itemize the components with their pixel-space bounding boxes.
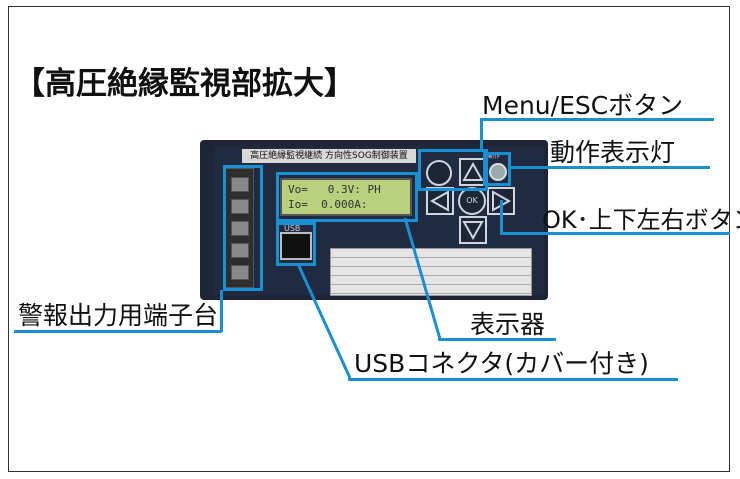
alarm-terminal-underline [14,330,222,333]
action-led-callout: 動作表示灯 [550,138,676,167]
ok-arrows-leader [500,200,503,234]
device-label-plate: 高圧絶縁監視継続 方向性SOG制御装置 [242,149,416,163]
menu-button-highlight [418,149,488,191]
led-description-plate [330,248,532,296]
menu-esc-leader [480,118,483,150]
up-arrow-icon [462,161,484,181]
usb-leader [296,263,352,379]
usb-callout: USBコネクタ(カバー付き) [354,349,649,378]
display-leader [403,217,442,340]
image-frame [8,6,730,472]
up-button[interactable] [459,158,487,186]
terminal-highlight [223,165,263,291]
ok-arrows-underline [500,232,730,235]
menu-esc-callout: Menu/ESCボタン [482,91,684,120]
lcd-line-1: Vo= 0.3V: PH [288,183,381,196]
terminal-screw [231,177,249,192]
usb-underline [348,378,678,381]
alarm-terminal-leader [220,290,223,332]
usb-port[interactable] [280,232,312,260]
down-arrow-icon [462,221,484,241]
terminal-screw [231,243,249,258]
page-title: 【高圧絶縁監視部拡大】 [14,66,355,102]
ok-arrows-callout: OK･上下左右ボタン [542,206,740,234]
terminal-screw [231,265,249,280]
menu-esc-button[interactable] [426,160,452,186]
usb-port-label: USB [284,224,301,233]
action-led [489,163,507,181]
down-button[interactable] [459,216,487,244]
led-highlight [483,152,511,186]
alarm-terminal-callout: 警報出力用端子台 [18,301,219,330]
display-callout: 表示器 [470,310,546,339]
ok-label: OK [466,196,478,205]
menu-esc-underline [480,118,714,121]
display-underline [438,338,556,341]
left-arrow-icon [429,190,449,212]
display-highlight [276,172,418,222]
terminal-screw [231,199,249,214]
action-led-underline [510,166,710,169]
lcd-display: Vo= 0.3V: PH Io= 0.000A: [280,178,412,216]
led-label: 動作 [488,153,501,160]
ok-button[interactable]: OK [458,187,486,215]
alarm-terminal-block [224,168,254,288]
terminal-screw [231,221,249,236]
usb-highlight [276,222,316,266]
lcd-line-2: Io= 0.000A: [288,198,381,211]
